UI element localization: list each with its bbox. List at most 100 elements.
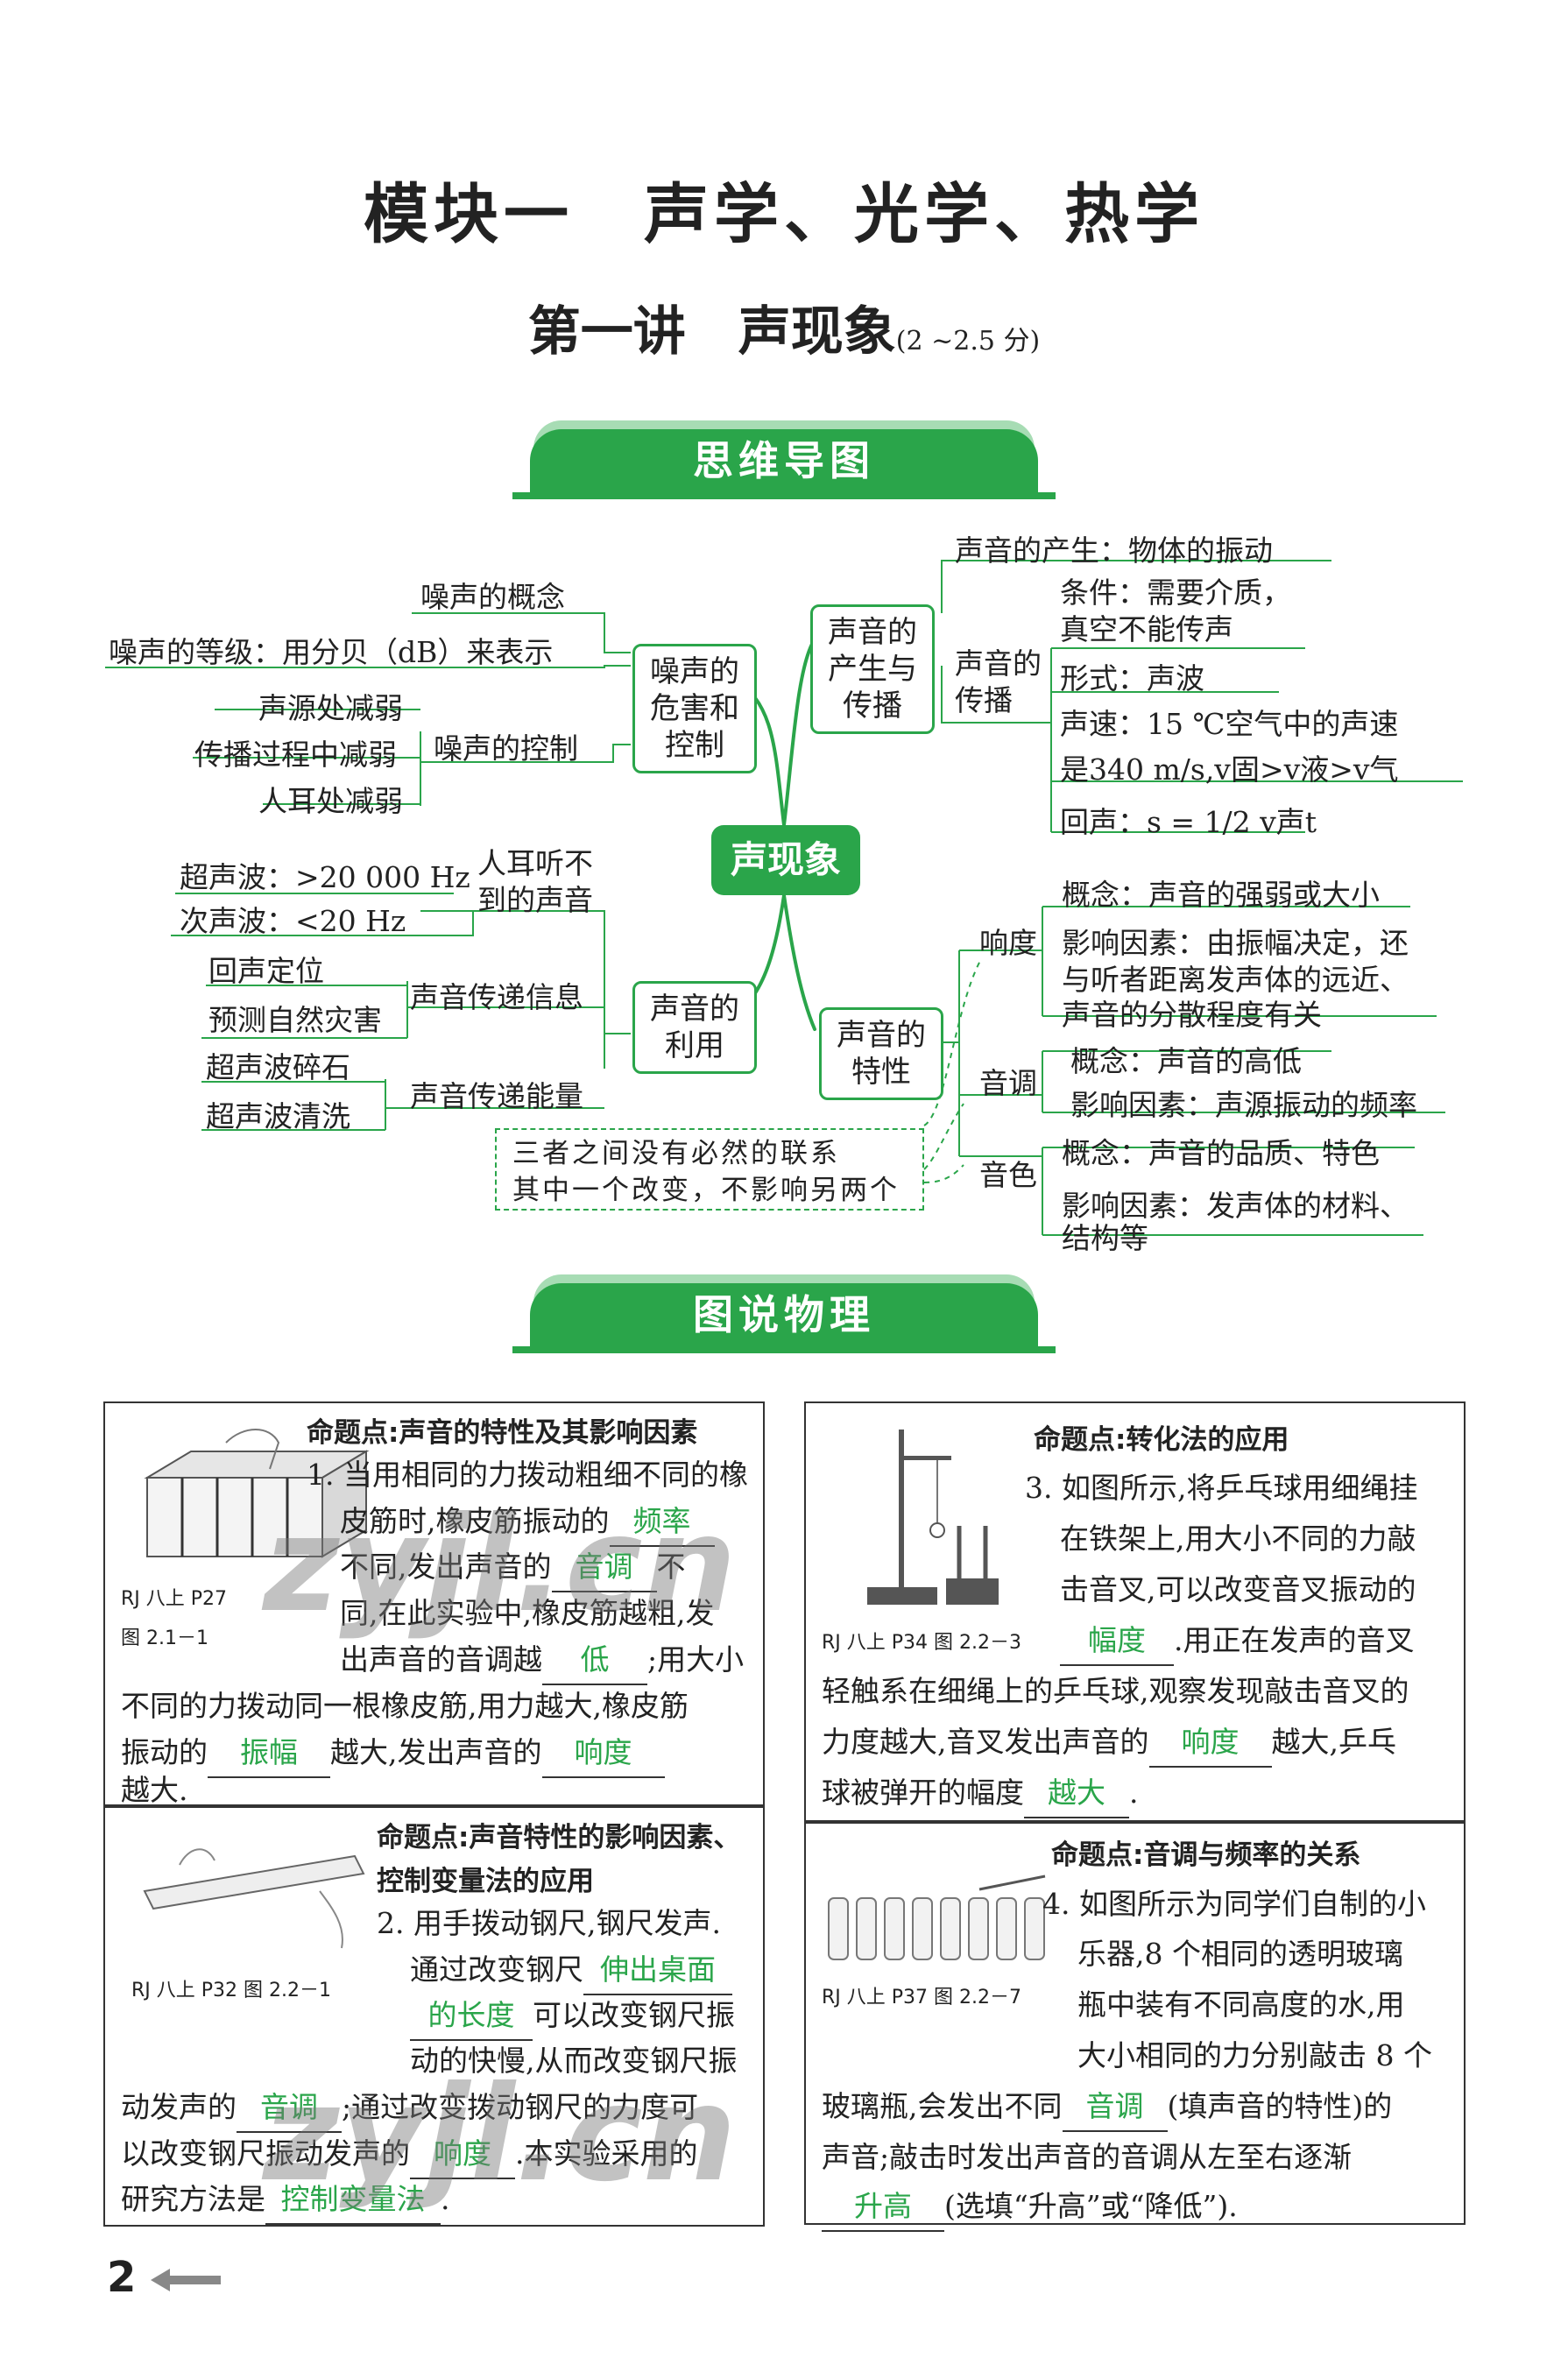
p1-answer-5: 响度 — [541, 1729, 665, 1778]
mindmap-center: 声现象 — [711, 825, 860, 895]
loudness-factor-2: 与听者距离发声体的远近、 — [1062, 963, 1409, 997]
node-production: 声音的产生与传播 — [810, 604, 935, 734]
loudness-concept: 概念：声音的强弱或大小 — [1062, 878, 1380, 912]
tuning-fork-figure — [867, 1430, 999, 1605]
p3-answer-2: 响度 — [1148, 1719, 1272, 1768]
node-characteristics: 声音的特性 — [819, 1007, 943, 1100]
infrasonic: 次声波：<20 Hz — [180, 904, 406, 938]
p4-line-7: 升高(选填“升高”或“降低”). — [822, 2183, 1238, 2232]
sound-production: 声音的产生：物体的振动 — [955, 533, 1273, 568]
lecture-title: 第一讲 声现象(2 ~2.5 分) — [527, 301, 1041, 363]
page-number: 2 — [107, 2253, 230, 2302]
p1-line-7: 振动的振幅越大,发出声音的响度 — [121, 1729, 665, 1778]
p2-exam-point-2: 控制变量法的应用 — [377, 1866, 594, 1897]
timbre-factor-1: 影响因素：发声体的材料、 — [1062, 1189, 1409, 1223]
ultrasonic-lithotripsy: 超声波碎石 — [206, 1050, 350, 1084]
p1-answer-1: 频率 — [609, 1498, 715, 1547]
pitch-label: 音调 — [979, 1066, 1037, 1100]
note-line-1: 三者之间没有必然的联系 — [512, 1138, 840, 1169]
timbre-concept: 概念：声音的品质、特色 — [1062, 1136, 1380, 1170]
p2-line-1: 2. 用手拨动钢尺,钢尺发声. — [377, 1906, 721, 1940]
ruler-figure — [143, 1848, 365, 1949]
p2-answer-4: 控制变量法 — [265, 2176, 441, 2225]
ultrasonic: 超声波：>20 000 Hz — [180, 860, 470, 894]
p3-exam-point: 命题点:转化法的应用 — [1034, 1424, 1289, 1456]
p3-answer-3: 越大 — [1024, 1769, 1129, 1818]
p3-line-3: 击音叉,可以改变音叉振动的 — [1060, 1572, 1416, 1606]
p2-line-4: 动的快慢,从而改变钢尺振 — [410, 2044, 738, 2078]
p1-line-5: 出声音的音调越低;用大小 — [340, 1636, 744, 1685]
sound-speed-1: 声速：15 ℃空气中的声速 — [1060, 707, 1399, 741]
p4-answer-2: 升高 — [822, 2183, 944, 2232]
p2-figure-ref: RJ 八上 P32 图 2.2－1 — [131, 1980, 331, 2001]
transmit-info: 声音传递信息 — [410, 980, 583, 1014]
pitch-factor: 影响因素：声源振动的频率 — [1070, 1088, 1417, 1122]
p1-figure-ref-2: 图 2.1－1 — [121, 1627, 208, 1649]
p3-line-4: 幅度.用正在发声的音叉 — [1060, 1617, 1415, 1666]
noise-control-ear: 人耳处减弱 — [258, 784, 403, 818]
p2-answer-1b: 的长度 — [410, 1992, 533, 2041]
p1-answer-2: 音调 — [551, 1543, 657, 1592]
module-title: 模块一 声学、光学、热学 — [364, 177, 1204, 252]
problem-3-box: RJ 八上 P34 图 2.2－3 命题点:转化法的应用 3. 如图所示,将乒乓… — [804, 1401, 1466, 1822]
p3-answer-1: 幅度 — [1060, 1617, 1174, 1666]
sound-speed-2: 是340 m/s,v固>v液>v气 — [1060, 752, 1399, 787]
noise-control-source: 声源处减弱 — [258, 691, 403, 725]
p2-line-6: 以改变钢尺振动发声的响度.本实验采用的 — [121, 2130, 698, 2179]
p2-answer-2: 音调 — [237, 2084, 342, 2133]
p2-exam-point-1: 命题点:声音特性的影响因素、 — [377, 1822, 741, 1853]
note-line-2: 其中一个改变，不影响另两个 — [512, 1175, 900, 1206]
p1-line-4: 同,在此实验中,橡皮筋越粗,发 — [340, 1596, 715, 1630]
disaster-prediction: 预测自然灾害 — [208, 1003, 382, 1037]
p1-line-1: 1. 当用相同的力拨动粗细不同的橡 — [307, 1458, 748, 1492]
p3-line-6: 力度越大,音叉发出声音的响度越大,乒乓 — [822, 1719, 1396, 1768]
p3-figure-ref: RJ 八上 P34 图 2.2－3 — [822, 1632, 1021, 1654]
p2-answer-1: 伸出桌面 — [583, 1946, 732, 1995]
p4-exam-point: 命题点:音调与频率的关系 — [1051, 1839, 1361, 1871]
propagation-condition-2: 真空不能传声 — [1060, 612, 1233, 646]
loudness-factor-3: 声音的分散程度有关 — [1062, 998, 1322, 1032]
mindmap-banner: 思维导图 — [512, 429, 1056, 499]
arrow-left-icon — [151, 2269, 222, 2291]
audible-note: 人耳听不到的声音 — [477, 846, 593, 917]
p4-answer-1: 音调 — [1062, 2083, 1168, 2132]
p2-line-5: 动发声的音调;通过改变拨动钢尺的力度可 — [121, 2084, 698, 2133]
p4-line-6: 声音;敲击时发出声音的音调从左至右逐渐 — [822, 2140, 1353, 2174]
p3-line-2: 在铁架上,用大小不同的力敲 — [1060, 1521, 1416, 1556]
propagation-condition-1: 条件：需要介质， — [1060, 575, 1291, 610]
p2-answer-3: 响度 — [410, 2130, 515, 2179]
p3-line-1: 3. 如图所示,将乒乓球用细绳挂 — [1025, 1471, 1418, 1505]
node-use: 声音的利用 — [632, 981, 757, 1074]
p1-answer-3: 低 — [542, 1636, 647, 1685]
watermark-2: zyjl.cn — [263, 2058, 737, 2211]
p2-line-2: 通过改变钢尺伸出桌面 — [410, 1946, 732, 1995]
p1-line-3: 不同,发出声音的音调不 — [340, 1543, 686, 1592]
propagation-form: 形式：声波 — [1060, 661, 1204, 695]
node-noise: 噪声的危害和控制 — [632, 644, 757, 773]
sound-propagation: 声音的传播 — [955, 646, 1042, 717]
ultrasonic-cleaning: 超声波清洗 — [206, 1099, 350, 1133]
p4-line-3: 瓶中装有不同高度的水,用 — [1077, 1987, 1405, 2022]
p1-answer-4: 振幅 — [208, 1729, 330, 1778]
p1-line-2: 皮筋时,橡皮筋振动的频率 — [340, 1498, 715, 1547]
problem-2-box: RJ 八上 P32 图 2.2－1 命题点:声音特性的影响因素、 控制变量法的应… — [103, 1806, 765, 2227]
echolocation: 回声定位 — [208, 954, 324, 988]
p3-line-5: 轻触系在细绳上的乒乓球,观察发现敲击音叉的 — [822, 1674, 1409, 1708]
noise-control: 噪声的控制 — [434, 731, 578, 766]
p2-line-3: 的长度可以改变钢尺振 — [410, 1992, 735, 2041]
noise-control-path: 传播过程中减弱 — [194, 738, 397, 772]
p4-figure-ref: RJ 八上 P37 图 2.2－7 — [822, 1987, 1021, 2008]
p1-line-6: 不同的力拨动同一根橡皮筋,用力越大,橡皮筋 — [121, 1689, 689, 1723]
p1-exam-point: 命题点:声音的特性及其影响因素 — [307, 1417, 698, 1449]
p2-line-7: 研究方法是控制变量法. — [121, 2176, 450, 2225]
p4-line-4: 大小相同的力分别敲击 8 个 — [1077, 2038, 1432, 2072]
p3-line-7: 球被弹开的幅度越大. — [822, 1769, 1139, 1818]
noise-level: 噪声的等级：用分贝（dB）来表示 — [109, 635, 554, 669]
loudness-label: 响度 — [979, 926, 1037, 960]
relationship-note: 三者之间没有必然的联系 其中一个改变，不影响另两个 — [495, 1128, 924, 1211]
p1-figure-ref-1: RJ 八上 P27 — [121, 1588, 228, 1610]
transmit-energy: 声音传递能量 — [410, 1079, 583, 1113]
loudness-factor-1: 影响因素：由振幅决定，还 — [1062, 926, 1409, 960]
p4-line-5: 玻璃瓶,会发出不同音调(填声音的特性)的 — [822, 2083, 1392, 2132]
problem-1-box: RJ 八上 P27 图 2.1－1 命题点:声音的特性及其影响因素 1. 当用相… — [103, 1401, 765, 1807]
